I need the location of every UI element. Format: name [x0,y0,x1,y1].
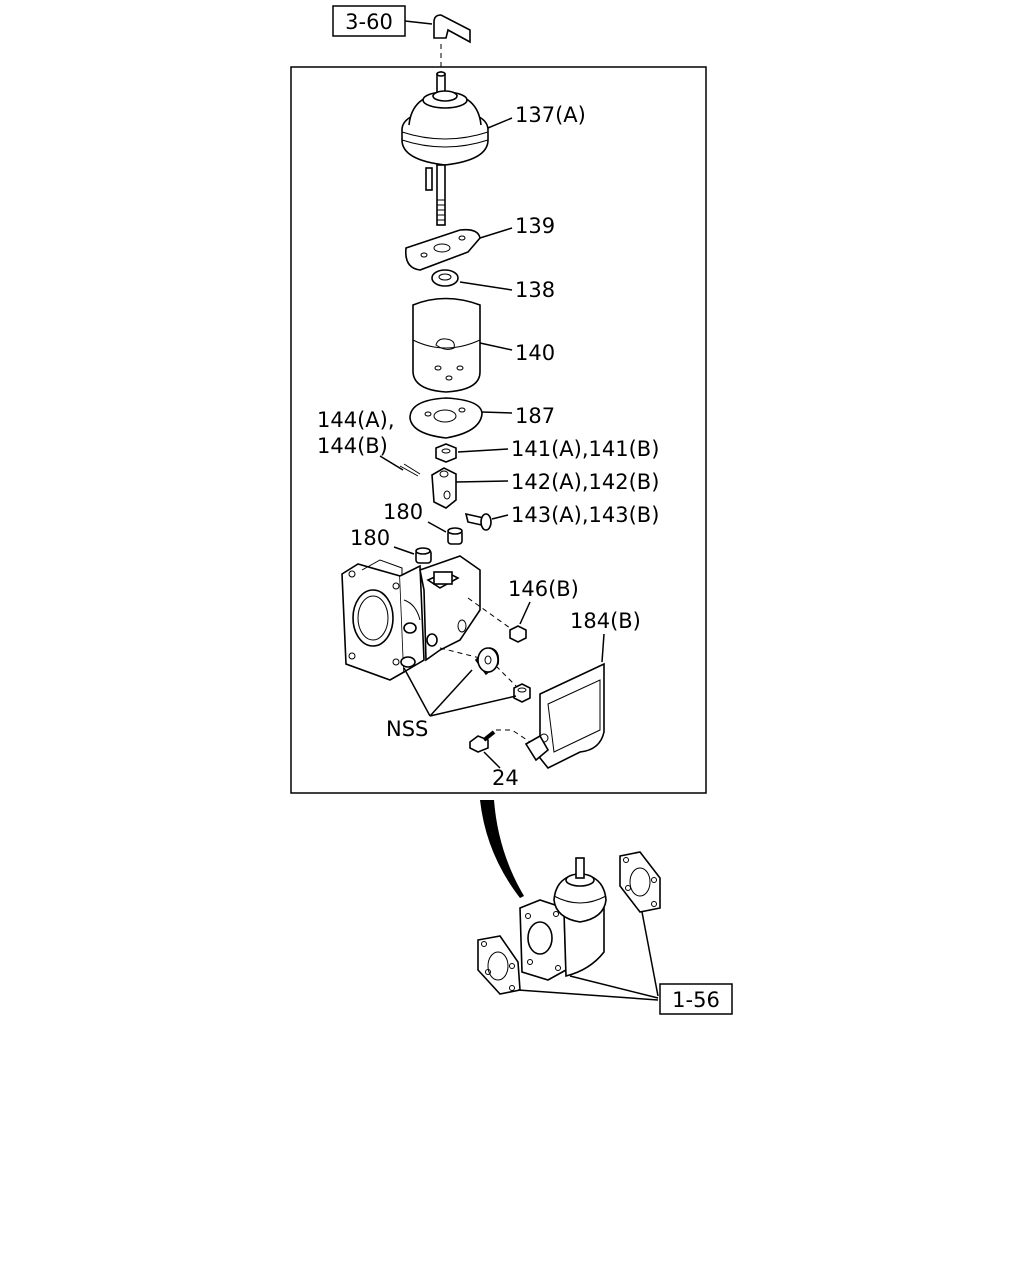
bushing-180-lower [393,546,432,564]
nss-leaders [403,667,517,717]
vacuum-actuator-137 [401,71,513,226]
callout-137: 137(A) [515,103,586,127]
gasket-right [619,851,661,913]
nut-146 [467,597,531,643]
cover-140 [412,297,513,393]
throttle-body-assembly [341,555,489,681]
nut-141 [435,443,509,463]
gasket-left [477,935,521,995]
callout-146: 146(B) [508,577,579,601]
callout-180-lower: 180 [350,526,390,550]
washer-138 [431,269,513,291]
ref-label-3-60: 3-60 [345,10,393,34]
ref-box-3-60[interactable]: 3-60 [332,5,406,37]
heat-shield-184 [524,633,605,770]
callout-184: 184(B) [570,609,641,633]
link-142 [431,467,509,509]
throttle-lever [474,647,519,689]
callout-187: 187 [515,404,555,428]
assembled-throttle-unit [519,857,607,981]
main-frame [290,66,707,794]
callout-144-line2: 144(B) [317,434,388,458]
callout-180-upper: 180 [383,500,423,524]
callout-nss: NSS [386,717,428,741]
callout-138: 138 [515,278,555,302]
callout-143: 143(A),143(B) [511,503,659,527]
bushing-180-upper [427,521,463,545]
nut-nss [513,683,531,703]
ref-label-1-56: 1-56 [672,988,720,1012]
clip-pin-144 [379,455,421,477]
pin-143 [464,512,509,531]
pointer-arrow [480,800,524,898]
callout-140: 140 [515,341,555,365]
bolt-24 [469,729,531,769]
hose-elbow [404,14,471,80]
callout-142: 142(A),142(B) [511,470,659,494]
bracket-plate-139 [404,227,513,271]
ref-box-1-56[interactable]: 1-56 [659,983,733,1015]
callout-141: 141(A),141(B) [511,437,659,461]
plate-187 [409,397,513,439]
callout-144-line1: 144(A), [317,408,395,432]
callout-139: 139 [515,214,555,238]
callout-24: 24 [492,766,519,790]
ref-leaders-1-56 [517,911,659,1001]
